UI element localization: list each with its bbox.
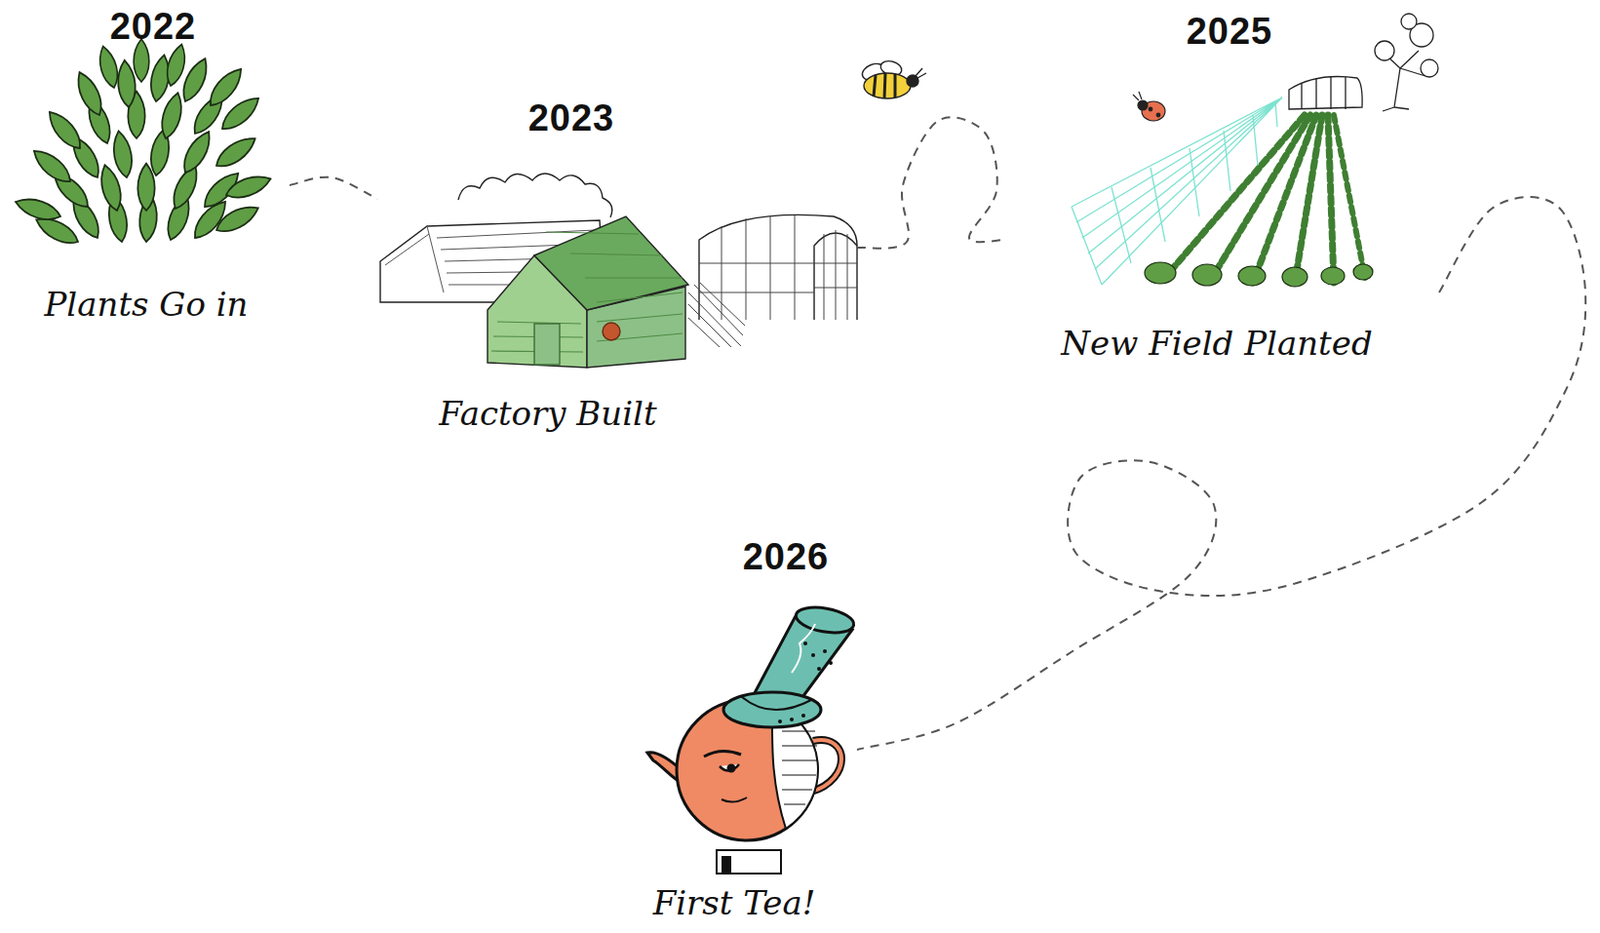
dashed-timeline-path [857,196,1586,750]
milestone-label: Plants Go in [43,284,248,325]
bee [859,58,927,99]
dashed-timeline-path [289,177,378,199]
tea-bush [12,39,274,250]
milestone: 2025New Field Planted [1005,4,1440,371]
ladybird [1132,91,1166,121]
year-heading: 2025 [1186,11,1274,53]
year-heading: 2023 [528,98,616,140]
drone [1374,13,1439,112]
factory-scene [380,173,858,368]
year-heading: 2022 [110,6,197,48]
dashed-timeline-path [857,117,1006,248]
milestone-label: Factory Built [438,393,657,434]
milestone-label: New Field Planted [1060,323,1372,364]
milestone: 2023Factory Built [377,92,858,439]
teapot-character [647,603,857,874]
milestone: 2022Plants Go in [4,0,290,337]
milestone-label: First Tea! [653,883,817,924]
milestone: 2026First Tea! [612,531,858,929]
new-field-scene [1071,13,1439,287]
year-heading: 2026 [742,537,830,579]
